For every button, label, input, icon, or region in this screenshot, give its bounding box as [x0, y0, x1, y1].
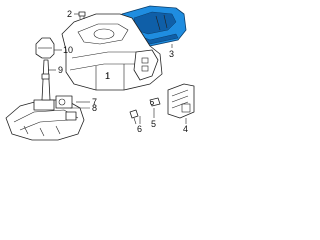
callout-10: 10 — [63, 45, 73, 55]
shift-knob-part[interactable] — [35, 37, 55, 59]
clip-part[interactable] — [78, 11, 86, 19]
console-body-part[interactable] — [61, 13, 163, 91]
callout-2: 2 — [67, 9, 72, 19]
callout-3: 3 — [169, 49, 174, 59]
callout-4: 4 — [183, 124, 188, 134]
shifter-assembly-part[interactable] — [5, 95, 85, 141]
callout-9: 9 — [58, 65, 63, 75]
callout-1: 1 — [105, 71, 110, 81]
fastener-part[interactable] — [129, 109, 139, 125]
parts-diagram: 2 1 3 4 5 6 7 8 9 10 — [5, 5, 195, 141]
callout-6: 6 — [137, 124, 142, 134]
callout-5: 5 — [151, 119, 156, 129]
callout-8: 8 — [92, 103, 97, 113]
side-trim-panel-part[interactable] — [167, 83, 195, 119]
shift-lever-part[interactable] — [41, 59, 51, 101]
bracket-part[interactable] — [149, 97, 161, 107]
callout-7: 7 — [92, 97, 97, 107]
